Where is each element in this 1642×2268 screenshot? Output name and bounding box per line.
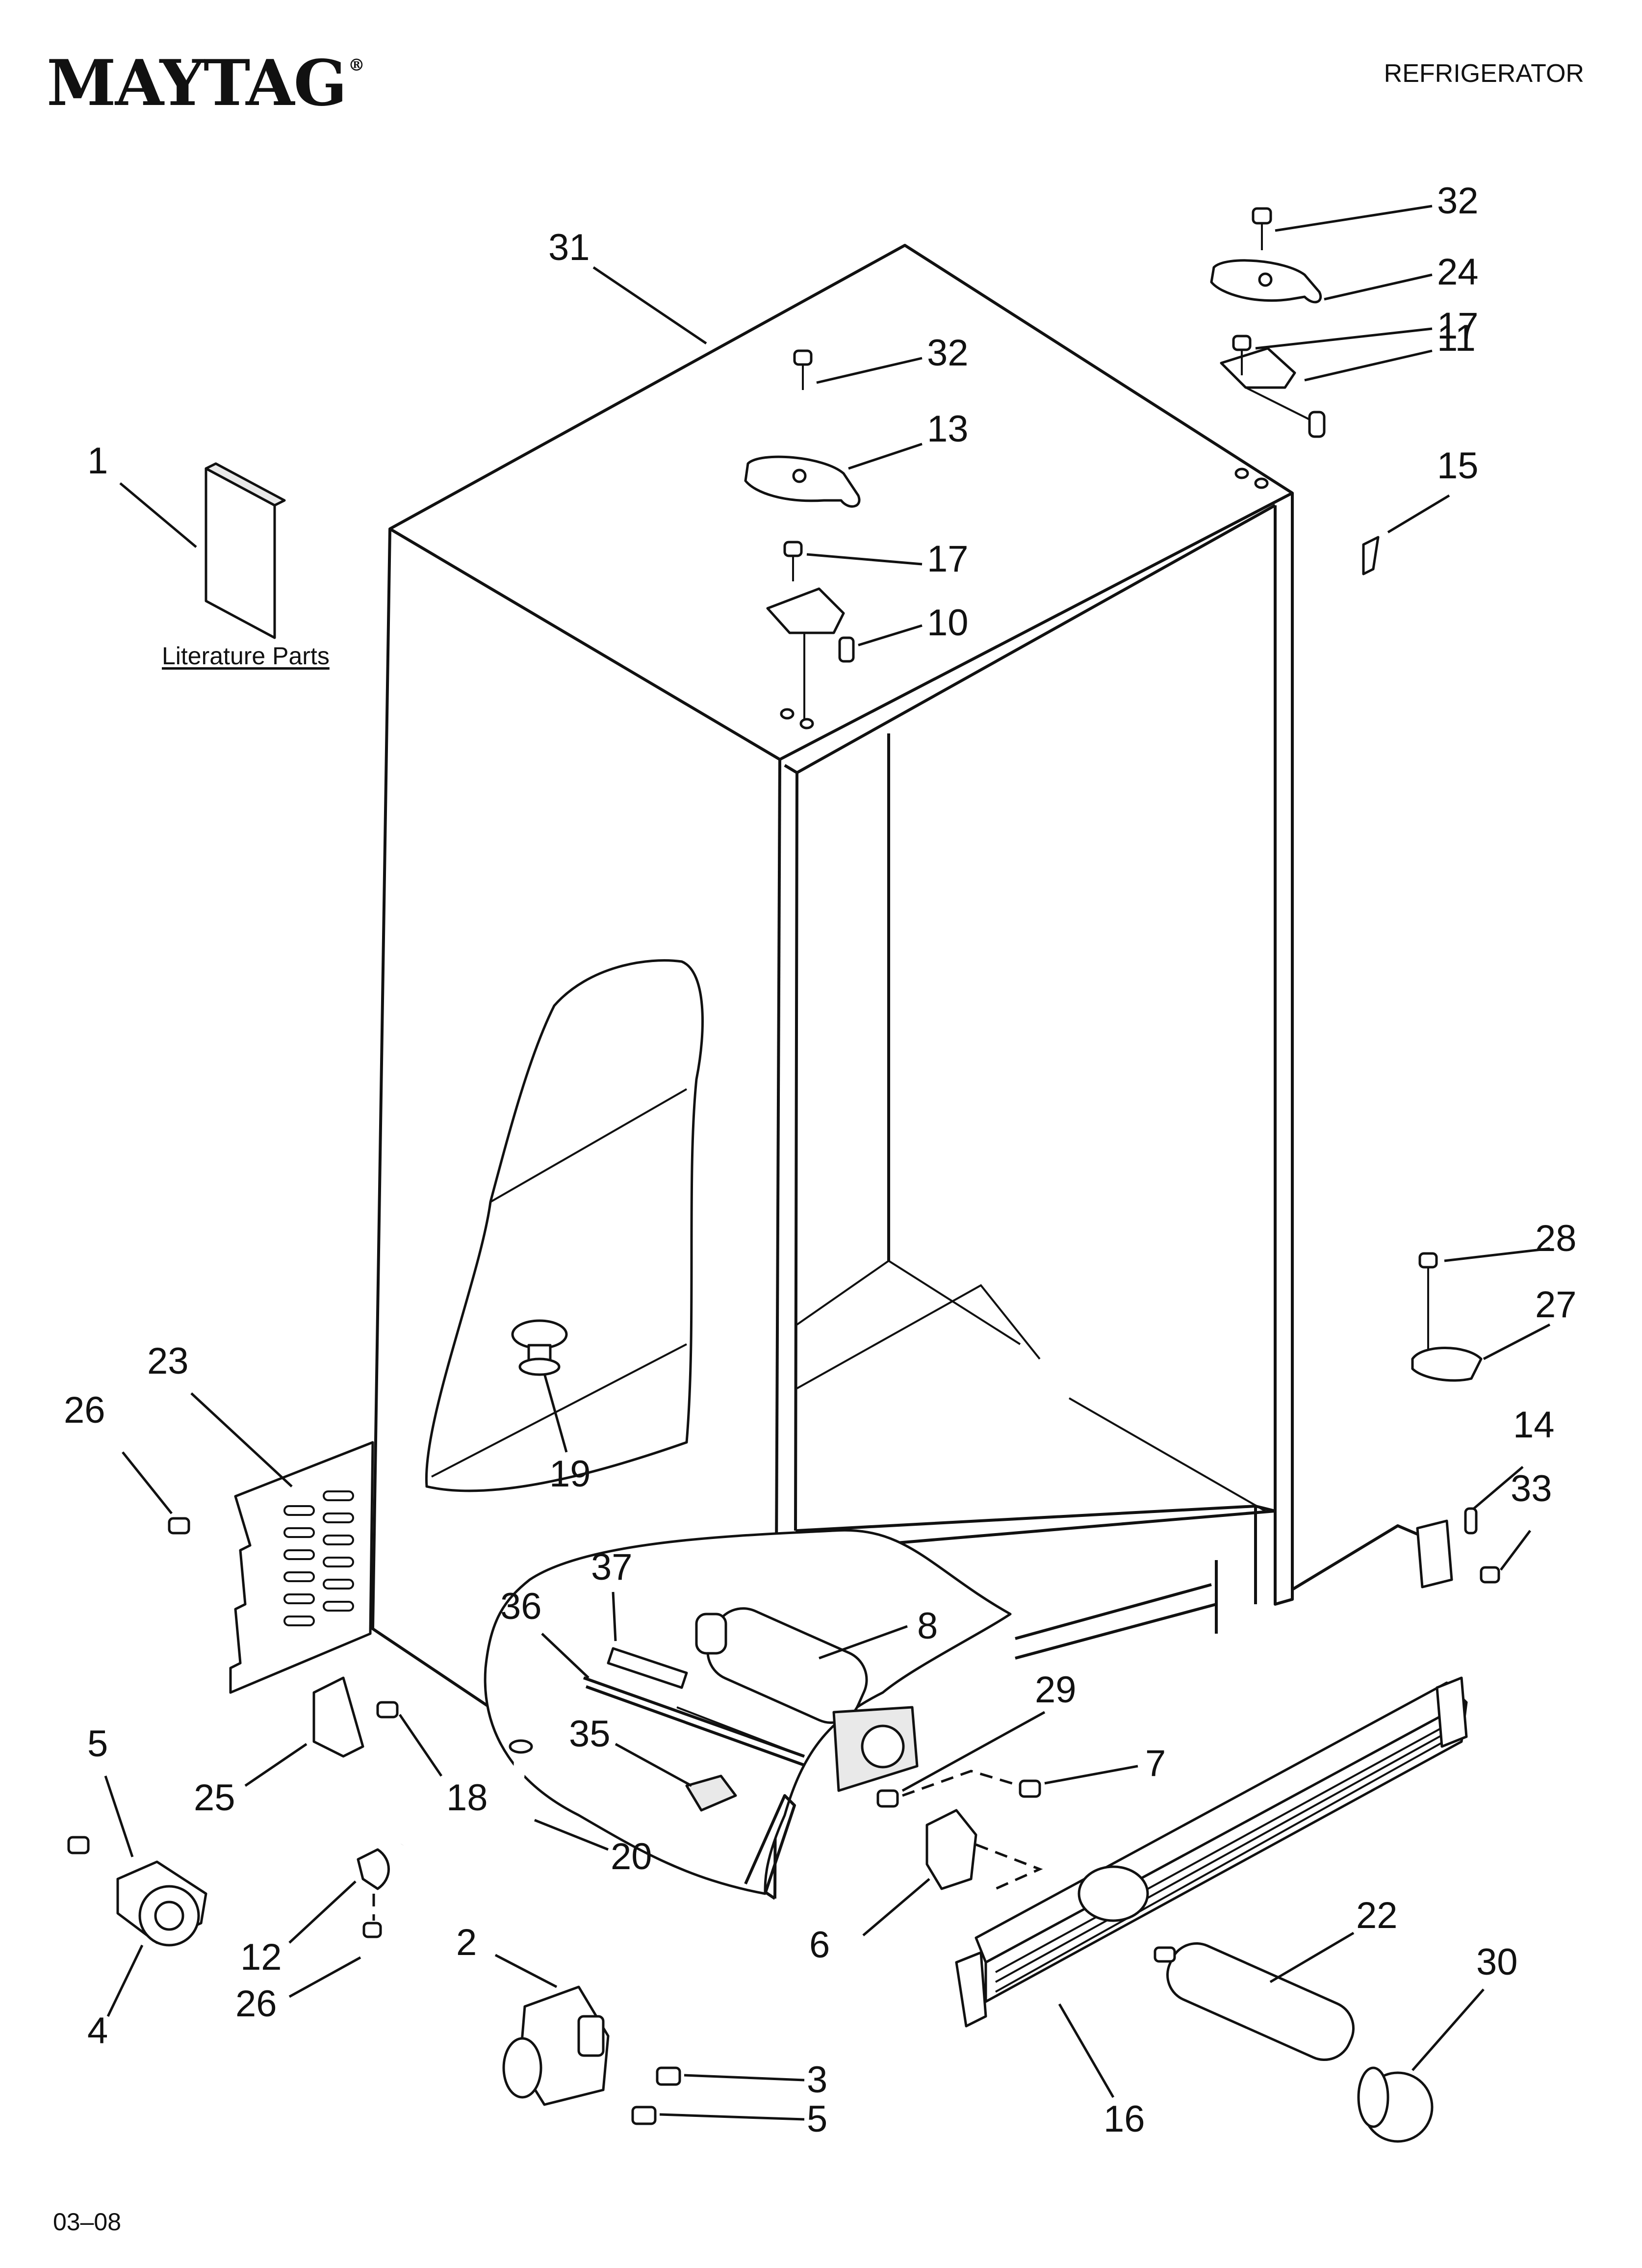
- document-type: REFRIGERATOR: [1384, 59, 1584, 88]
- tube-37-drawing: [607, 1647, 688, 1689]
- callout-c14: 14: [1513, 1404, 1555, 1446]
- callout-c28: 28: [1535, 1218, 1577, 1259]
- brand-logo: MAYTAG®: [47, 47, 365, 120]
- callout-c7: 7: [1145, 1743, 1166, 1784]
- callout-c32a: 32: [1437, 180, 1479, 222]
- hinge-11-drawing: [1220, 347, 1326, 438]
- callout-c33: 33: [1511, 1468, 1552, 1510]
- screw-18-drawing: [376, 1701, 399, 1719]
- callout-c4: 4: [87, 2010, 108, 2052]
- callout-c23: 23: [147, 1340, 189, 1382]
- callout-c2: 2: [456, 1922, 477, 1963]
- callout-c35: 35: [569, 1713, 611, 1755]
- hinge-10-drawing: [766, 587, 855, 721]
- roller-2-drawing: [502, 1985, 610, 2106]
- callout-c11: 11: [1437, 317, 1476, 359]
- brand-name: MAYTAG: [47, 47, 347, 120]
- callout-c26b: 26: [235, 1983, 277, 2025]
- callout-labels: 1 31 32 24 17 11 15 32 13 17 10 28 27 14…: [64, 180, 1577, 2140]
- callout-c26a: 26: [64, 1389, 105, 1431]
- rod-36-drawing: [583, 1676, 805, 1758]
- screw-26a-drawing: [168, 1517, 190, 1535]
- callout-c20: 20: [611, 1836, 652, 1877]
- callout-c36: 36: [500, 1586, 542, 1627]
- callout-c29: 29: [1035, 1669, 1077, 1711]
- callout-c8: 8: [917, 1605, 938, 1647]
- clip-6-drawing: [925, 1809, 977, 1890]
- plug-15-drawing: [1362, 536, 1380, 575]
- filter-22-drawing: [1154, 1942, 1355, 2061]
- hinge-cover-13-drawing: [744, 455, 861, 508]
- callout-c31: 31: [548, 227, 590, 268]
- screw-26b-drawing: [362, 1922, 382, 1938]
- callout-c19: 19: [549, 1453, 591, 1495]
- screw-5b-drawing: [631, 2106, 657, 2125]
- bracket-25-drawing: [312, 1676, 364, 1758]
- callout-c30: 30: [1476, 1941, 1518, 1983]
- bracket-14-drawing: [1416, 1519, 1453, 1589]
- base-grille-16-drawing: [955, 1676, 1468, 2028]
- callout-c32b: 32: [927, 332, 969, 374]
- grille-23-drawing: [229, 1441, 374, 1694]
- callout-c10: 10: [927, 602, 969, 644]
- literature-parts-label: Literature Parts: [162, 642, 330, 670]
- screw-33-drawing: [1480, 1566, 1500, 1584]
- clip-12-drawing: [357, 1848, 390, 1890]
- callout-c18: 18: [446, 1777, 488, 1819]
- top-screws: [780, 207, 1272, 730]
- cutaway-lower: [484, 1529, 1012, 1895]
- footer-code: 03–08: [53, 2208, 122, 2236]
- screw-3-drawing: [656, 2066, 681, 2086]
- callout-c5a: 5: [87, 1723, 108, 1765]
- screw-29-drawing: [876, 1789, 899, 1808]
- bracket-27-drawing: [1411, 1347, 1483, 1382]
- block-35-drawing: [685, 1774, 737, 1812]
- callout-c13: 13: [927, 408, 969, 450]
- callout-c25: 25: [194, 1777, 235, 1819]
- hinge-cover-24-drawing: [1210, 259, 1322, 304]
- screw-28-drawing: [1418, 1252, 1438, 1269]
- registered-mark: ®: [348, 55, 365, 75]
- callout-c24: 24: [1437, 251, 1479, 293]
- callout-c22: 22: [1356, 1895, 1398, 1936]
- callout-c37: 37: [591, 1546, 633, 1588]
- cap-30-drawing: [1357, 2066, 1434, 2143]
- roller-4-drawing: [116, 1860, 207, 1947]
- callout-c6: 6: [809, 1924, 830, 1966]
- cabinet-drawing: [371, 244, 1433, 1900]
- callout-c16: 16: [1103, 2098, 1145, 2140]
- callout-c17a: 17: [1437, 305, 1479, 347]
- callout-c27: 27: [1535, 1284, 1577, 1326]
- callout-c5b: 5: [807, 2098, 827, 2140]
- cutaway-left: [425, 959, 704, 1492]
- callout-c12: 12: [240, 1936, 282, 1978]
- screw-5a-drawing: [67, 1836, 90, 1854]
- callout-c1: 1: [87, 440, 108, 482]
- screw-7-drawing: [1019, 1779, 1041, 1798]
- callout-c17b: 17: [927, 538, 969, 580]
- callout-c3: 3: [807, 2059, 827, 2101]
- callout-c15: 15: [1437, 445, 1479, 487]
- callout-leader-lines: [104, 205, 1551, 2121]
- filter-housing-drawing: [676, 1607, 919, 1792]
